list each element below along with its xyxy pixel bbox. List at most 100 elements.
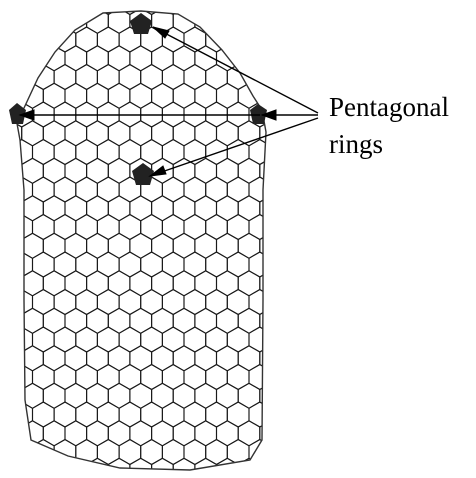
lattice-hexagon bbox=[108, 46, 130, 71]
lattice-hexagon bbox=[217, 83, 239, 108]
pentagon-center bbox=[132, 163, 154, 185]
lattice-hexagon bbox=[195, 158, 217, 183]
lattice-hexagon bbox=[65, 46, 87, 71]
lattice-hexagon bbox=[22, 196, 44, 221]
lattice-hexagon bbox=[152, 308, 174, 333]
lattice-hexagon bbox=[217, 158, 239, 183]
lattice-hexagon bbox=[43, 383, 65, 408]
lattice-hexagon bbox=[217, 346, 239, 371]
lattice-hexagon bbox=[0, 140, 11, 165]
lattice-hexagon bbox=[249, 27, 271, 52]
lattice-hexagon bbox=[238, 383, 260, 408]
lattice-hexagon bbox=[33, 440, 55, 465]
lattice-hexagon bbox=[108, 196, 130, 221]
lattice-hexagon bbox=[152, 121, 174, 146]
lattice-hexagon bbox=[0, 0, 11, 15]
lattice-hexagon bbox=[238, 46, 260, 71]
lattice-hexagon bbox=[11, 440, 33, 465]
lattice-hexagon bbox=[65, 233, 87, 258]
lattice-hexagon bbox=[0, 177, 11, 202]
lattice-hexagon bbox=[65, 158, 87, 183]
lattice-hexagon bbox=[43, 46, 65, 71]
lattice-hexagon bbox=[195, 83, 217, 108]
lattice-hexagon bbox=[271, 177, 293, 202]
lattice-hexagon bbox=[271, 65, 293, 90]
lattice-hexagon bbox=[0, 346, 22, 371]
lattice-hexagon bbox=[217, 8, 239, 33]
lattice-hexagon bbox=[22, 8, 44, 33]
lattice-hexagon bbox=[0, 440, 11, 465]
lattice-hexagon bbox=[43, 346, 65, 371]
lattice-hexagon bbox=[238, 8, 260, 33]
lattice-hexagon bbox=[43, 458, 65, 478]
lattice-hexagon bbox=[173, 233, 195, 258]
lattice-hexagon bbox=[152, 458, 174, 478]
lattice-hexagon bbox=[249, 65, 271, 90]
lattice-hexagon bbox=[173, 8, 195, 33]
lattice-hexagon bbox=[195, 196, 217, 221]
lattice-hexagon bbox=[217, 271, 239, 296]
lattice-hexagon bbox=[87, 383, 109, 408]
lattice-hexagon bbox=[0, 421, 22, 446]
lattice-hexagon bbox=[271, 0, 293, 15]
lattice-hexagon bbox=[65, 196, 87, 221]
lattice-hexagon bbox=[238, 421, 260, 446]
lattice-hexagon bbox=[11, 65, 33, 90]
lattice-hexagon bbox=[87, 158, 109, 183]
lattice-hexagon bbox=[173, 458, 195, 478]
lattice-hexagon bbox=[152, 271, 174, 296]
lattice-hexagon bbox=[65, 308, 87, 333]
lattice-hexagon bbox=[152, 46, 174, 71]
lattice-hexagon bbox=[130, 308, 152, 333]
lattice-hexagon bbox=[238, 346, 260, 371]
lattice-hexagon bbox=[271, 402, 293, 427]
lattice-hexagon bbox=[0, 458, 22, 478]
lattice-hexagon bbox=[0, 327, 11, 352]
lattice-hexagon bbox=[54, 0, 76, 15]
lattice-hexagon bbox=[87, 83, 109, 108]
lattice-hexagon bbox=[43, 196, 65, 221]
lattice-hexagon bbox=[195, 346, 217, 371]
lattice-hexagon bbox=[65, 421, 87, 446]
lattice-hexagon bbox=[0, 65, 11, 90]
lattice-hexagon bbox=[87, 46, 109, 71]
lattice-hexagon bbox=[108, 271, 130, 296]
lattice-hexagon bbox=[43, 271, 65, 296]
lattice-hexagon bbox=[0, 158, 22, 183]
lattice-hexagon bbox=[227, 27, 249, 52]
lattice-hexagon bbox=[130, 83, 152, 108]
arrow-top-head bbox=[153, 27, 169, 38]
lattice-hexagon bbox=[173, 271, 195, 296]
lattice-hexagon bbox=[0, 402, 11, 427]
lattice-hexagon bbox=[152, 83, 174, 108]
lattice-hexagon bbox=[260, 421, 282, 446]
lattice-hexagon bbox=[271, 27, 293, 52]
lattice-hexagon bbox=[195, 383, 217, 408]
lattice-hexagon bbox=[173, 421, 195, 446]
lattice-hexagon bbox=[271, 252, 293, 277]
lattice-hexagon bbox=[108, 421, 130, 446]
lattice-hexagon bbox=[0, 383, 22, 408]
lattice-hexagon bbox=[43, 158, 65, 183]
lattice-hexagon bbox=[87, 271, 109, 296]
lattice-hexagon bbox=[22, 46, 44, 71]
lattice-hexagon bbox=[0, 308, 22, 333]
lattice-hexagon bbox=[0, 271, 22, 296]
lattice-hexagon bbox=[217, 308, 239, 333]
hexagon-lattice bbox=[0, 0, 292, 478]
lattice-hexagon bbox=[0, 215, 11, 240]
lattice-hexagon bbox=[108, 383, 130, 408]
lattice-hexagon bbox=[130, 271, 152, 296]
lattice-hexagon bbox=[260, 46, 282, 71]
lattice-hexagon bbox=[65, 83, 87, 108]
lattice-hexagon bbox=[43, 83, 65, 108]
lattice-hexagon bbox=[238, 196, 260, 221]
lattice-hexagon bbox=[87, 421, 109, 446]
lattice-hexagon bbox=[195, 233, 217, 258]
lattice-hexagon bbox=[152, 383, 174, 408]
lattice-hexagon bbox=[260, 121, 282, 146]
lattice-hexagon bbox=[260, 458, 282, 478]
pentagon-top bbox=[130, 13, 152, 34]
lattice-hexagon bbox=[108, 308, 130, 333]
lattice-hexagon bbox=[195, 8, 217, 33]
